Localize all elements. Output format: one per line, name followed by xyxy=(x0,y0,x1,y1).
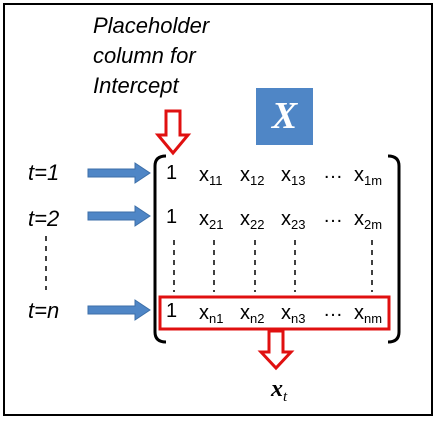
row2-intercept: 1 xyxy=(166,206,178,228)
matrix-x-badge: X xyxy=(256,88,313,145)
row2-cell-last: x2m xyxy=(354,208,383,232)
rown-cell-3: xn3 xyxy=(281,302,306,326)
annotation-line-2: column for xyxy=(93,43,196,68)
rown-cell-1: xn1 xyxy=(199,302,224,326)
row2-ellipsis: … xyxy=(323,205,343,227)
intercept-annotation: Placeholder column for Intercept xyxy=(93,11,293,101)
annotation-line-1: Placeholder xyxy=(93,13,210,38)
output-down-arrow xyxy=(257,329,295,371)
row-arrow-t2 xyxy=(87,205,151,227)
row2-cell-2: x22 xyxy=(240,208,265,232)
diagram-frame xyxy=(3,3,433,416)
row-label-tn: t=n xyxy=(28,298,60,323)
row1-cell-3: x13 xyxy=(281,164,306,188)
row1-cell-1: x11 xyxy=(199,164,223,188)
row1-cell-last: x1m xyxy=(354,164,383,188)
row2-cell-1: x21 xyxy=(199,208,224,232)
annotation-line-3: Intercept xyxy=(93,73,179,98)
row-arrow-tn xyxy=(87,299,151,321)
row1-intercept: 1 xyxy=(166,162,178,184)
rown-cell-2: xn2 xyxy=(240,302,265,326)
last-row-highlight xyxy=(158,295,391,331)
row2-cell-3: x23 xyxy=(281,208,306,232)
row1-cell-2: x12 xyxy=(240,164,265,188)
rown-intercept: 1 xyxy=(166,300,178,322)
output-xt-label: xt xyxy=(271,376,288,405)
row-label-t1: t=1 xyxy=(28,160,60,185)
intercept-down-arrow xyxy=(154,109,192,156)
left-bracket xyxy=(153,154,167,344)
row1-ellipsis: … xyxy=(323,161,343,183)
row-label-t2: t=2 xyxy=(28,206,60,231)
row-arrow-t1 xyxy=(87,162,151,184)
rown-ellipsis: … xyxy=(323,299,343,321)
rown-cell-last: xnm xyxy=(354,302,383,326)
right-bracket xyxy=(387,154,401,344)
